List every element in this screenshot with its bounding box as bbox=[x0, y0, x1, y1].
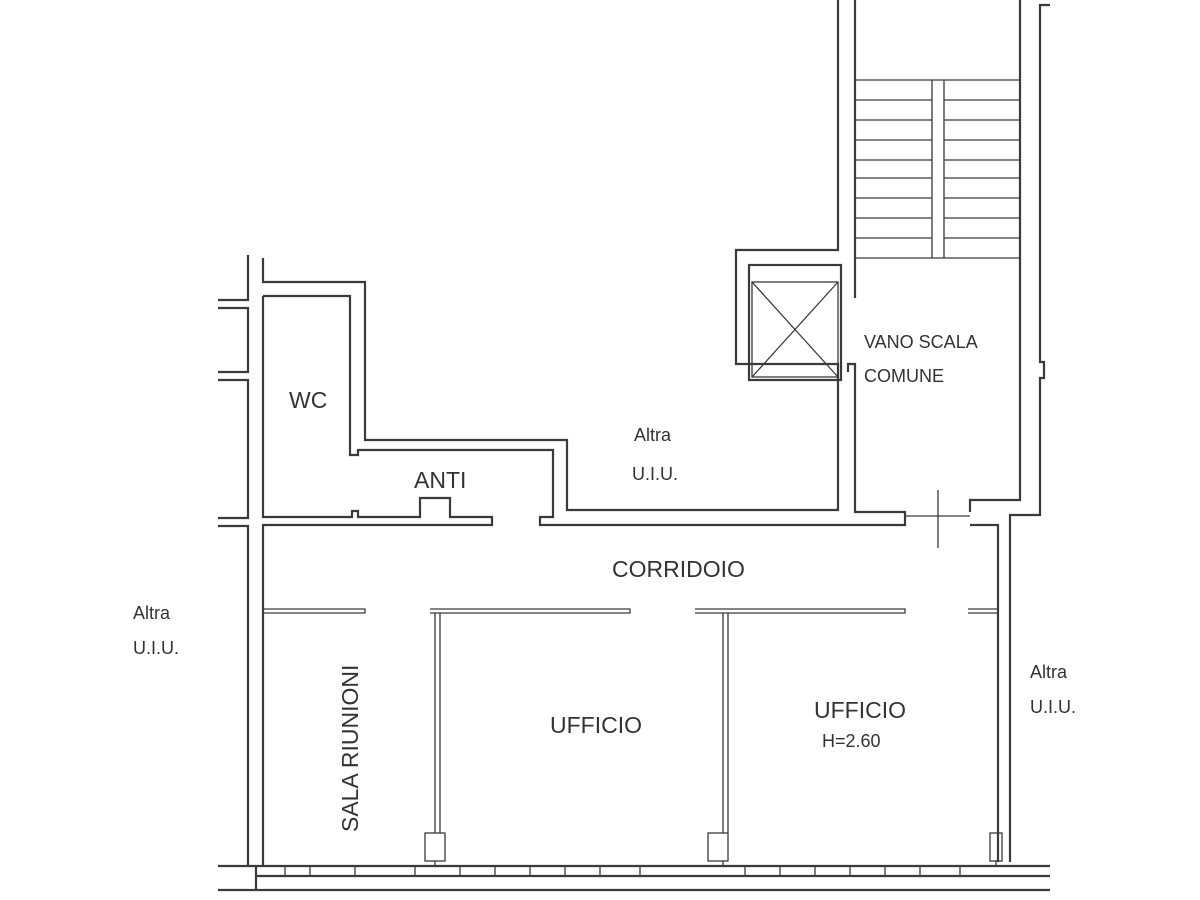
neighbor-label: Altra bbox=[1030, 662, 1068, 682]
stair-label-line1: VANO SCALA bbox=[864, 332, 978, 352]
walls bbox=[218, 0, 1050, 892]
room-label-anti: ANTI bbox=[414, 467, 466, 493]
room-label-meeting-room: SALA RIUNIONI bbox=[337, 665, 363, 832]
neighbor-label: U.I.U. bbox=[133, 638, 179, 658]
room-label-office-2: UFFICIO bbox=[814, 697, 906, 723]
room-label-office-1: UFFICIO bbox=[550, 712, 642, 738]
elevator bbox=[747, 263, 843, 382]
neighbor-label: Altra bbox=[634, 425, 672, 445]
room-label-wc: WC bbox=[289, 387, 327, 413]
ceiling-height: H=2.60 bbox=[822, 731, 881, 751]
room-label-corridor: CORRIDOIO bbox=[612, 556, 745, 582]
stair-label-line2: COMUNE bbox=[864, 366, 944, 386]
neighbor-label: U.I.U. bbox=[1030, 697, 1076, 717]
partitions bbox=[263, 608, 1003, 866]
staircase bbox=[855, 79, 1020, 259]
labels: WC ANTI CORRIDOIO SALA RIUNIONI UFFICIO … bbox=[133, 332, 1076, 832]
neighbor-label: Altra bbox=[133, 603, 171, 623]
neighbor-label: U.I.U. bbox=[632, 464, 678, 484]
